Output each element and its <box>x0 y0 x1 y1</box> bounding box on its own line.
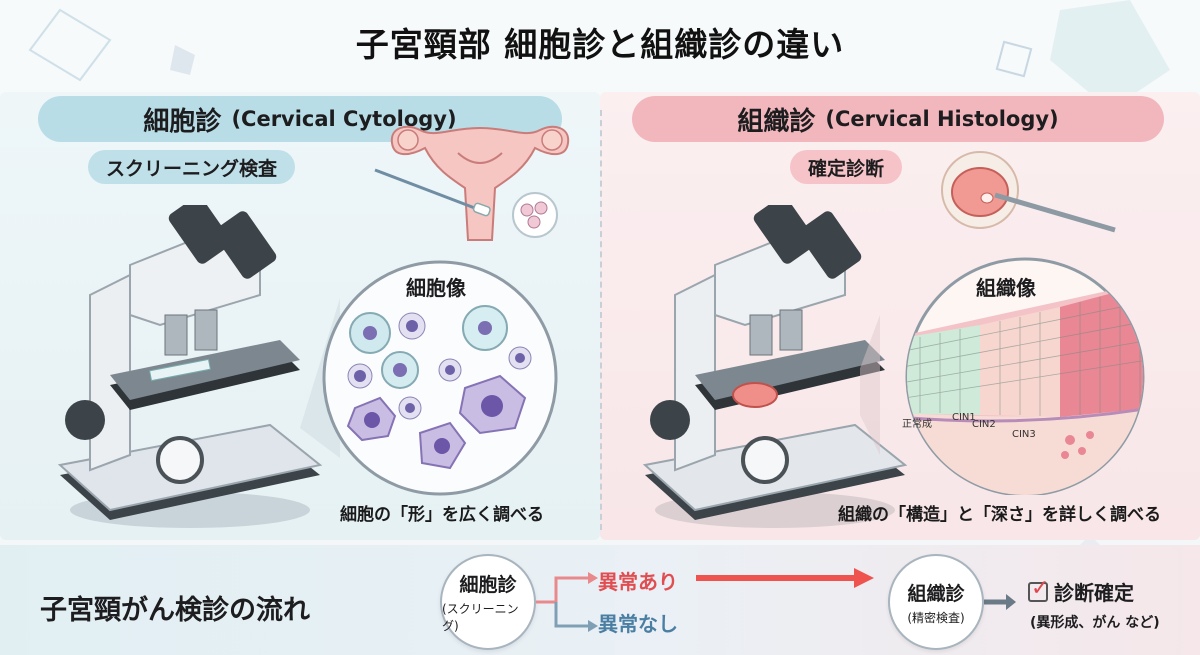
panel-divider <box>600 110 602 530</box>
screening-pill: スクリーニング検査 <box>88 150 296 184</box>
histology-view-circle: 正常成 CIN1 CIN2 CIN3 <box>860 257 1145 495</box>
page-title: 子宮頸部 細胞診と組織診の違い <box>355 25 845 64</box>
result-subtitle: (異形成、がん など) <box>1030 615 1160 631</box>
microscope-icon-histology <box>642 205 908 528</box>
diagnosis-pill: 確定診断 <box>790 150 903 184</box>
diagnosis-result: ✓ 診断確定 (異形成、がん など) <box>1028 576 1160 632</box>
cytology-view-circle <box>300 260 558 496</box>
swab-icon <box>374 168 491 217</box>
flow-node-histology-label: 組織診 <box>907 582 965 605</box>
histology-circle-title: 組織像 <box>976 276 1036 300</box>
flow-node-histology-sub: (精密検査) <box>907 610 965 625</box>
flow-arrows <box>536 568 1016 632</box>
histology-label-cin2: CIN2 <box>972 419 996 430</box>
histology-header-title: 組織診 <box>737 106 816 137</box>
cytology-header-title: 細胞診 <box>143 106 222 137</box>
microscope-icon <box>57 205 323 528</box>
histology-header-subtitle: (Cervical Histology) <box>825 107 1059 131</box>
cytology-circle-title: 細胞像 <box>406 276 466 300</box>
uterus-icon <box>390 125 570 241</box>
cell-cluster-icon <box>512 192 558 238</box>
cytology-caption: 細胞の「形」を広く調べる <box>340 505 544 525</box>
histology-header: 組織診 (Cervical Histology) <box>632 96 1164 142</box>
biopsy-tissue-icon <box>941 151 1116 233</box>
histology-label-cin1: CIN1 <box>952 412 976 423</box>
branch-normal: 異常なし <box>598 612 678 636</box>
flow-node-cytology: 細胞診 (スクリーニング) <box>440 554 536 650</box>
checkbox-icon: ✓ <box>1028 576 1049 602</box>
flow-node-histology: 組織診 (精密検査) <box>888 554 984 650</box>
histology-label-normal: 正常成 <box>902 417 932 430</box>
cytology-header-subtitle: (Cervical Cytology) <box>231 107 457 131</box>
flow-node-cytology-label: 細胞診 <box>459 574 517 596</box>
result-title: 診断確定 <box>1054 581 1134 605</box>
branch-abnormal: 異常あり <box>598 570 678 594</box>
flow-title: 子宮頸がん検診の流れ <box>40 595 310 626</box>
histology-caption: 組織の「構造」と「深さ」を詳しく調べる <box>838 505 1161 525</box>
flow-node-cytology-sub: (スクリーニング) <box>442 602 519 633</box>
histology-label-cin3: CIN3 <box>1012 429 1036 440</box>
